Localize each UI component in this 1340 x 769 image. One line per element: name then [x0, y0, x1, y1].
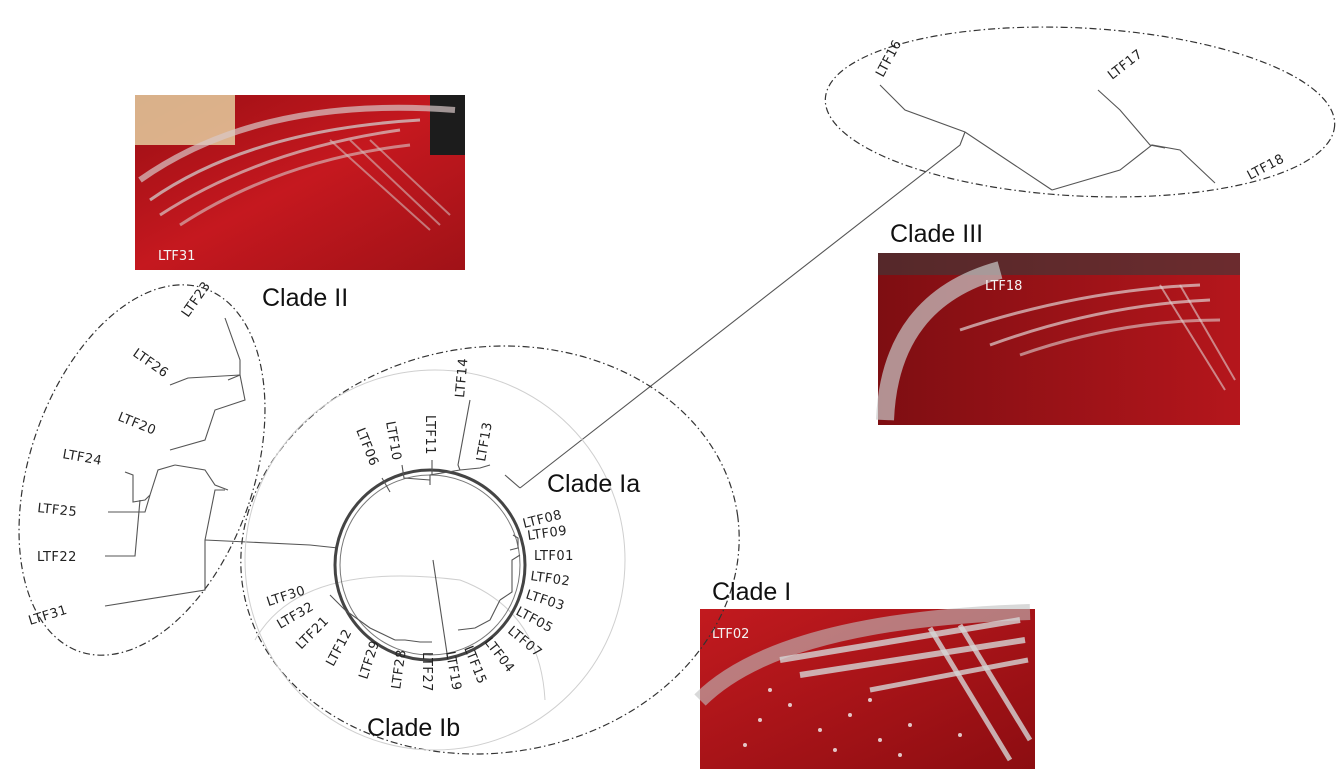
clade-iii-group: LTF16 LTF17 LTF18 Clade III — [821, 15, 1339, 248]
leaf-label-ltf11: LTF11 — [422, 415, 437, 455]
branch-ltf17 — [1098, 90, 1165, 148]
branch-ltf01-ltf03 — [500, 555, 520, 600]
branch-clade-ia-root — [505, 475, 520, 488]
branch-ltf16 — [880, 85, 1052, 190]
branch-ltf26 — [170, 375, 240, 385]
leaf-label-ltf27: LTF27 — [419, 652, 434, 692]
leaf-label-ltf02: LTF02 — [529, 569, 571, 589]
leaf-label-ltf04: LTF04 — [481, 635, 517, 676]
leaf-label-ltf15: LTF15 — [460, 644, 489, 687]
clade-i-title: Clade I — [712, 578, 791, 606]
branch-center-spoke — [433, 560, 448, 660]
leaf-label-ltf29: LTF29 — [357, 639, 384, 682]
leaf-label-ltf23: LTF23 — [179, 279, 214, 320]
culture-photo-ltf02: LTF02 — [700, 609, 1035, 769]
photo-label-ltf31: LTF31 — [158, 249, 195, 264]
branch-clade-ii-inner — [175, 465, 228, 490]
branch-ltf24 — [125, 472, 150, 502]
leaf-label-ltf25: LTF25 — [37, 501, 78, 520]
branch-clade-ii-connector — [205, 540, 338, 548]
leaf-label-ltf24: LTF24 — [61, 447, 103, 469]
clade-i-group: LTF14 LTF13 LTF11 LTF10 LTF06 LTF08 LTF0… — [214, 314, 766, 769]
leaf-label-ltf28: LTF28 — [389, 649, 409, 691]
leaf-label-ltf26: LTF26 — [130, 346, 171, 381]
branch-ltf18 — [1052, 145, 1215, 190]
photo-label-ltf18: LTF18 — [985, 279, 1022, 294]
tree-inner-ring — [340, 475, 520, 655]
leaf-label-ltf01: LTF01 — [534, 549, 574, 564]
branch-ltf23 — [225, 318, 240, 380]
leaf-label-ltf16: LTF16 — [873, 38, 905, 80]
branch-ltf14 — [458, 400, 470, 470]
leaf-label-ltf22: LTF22 — [37, 550, 77, 565]
leaf-label-ltf12: LTF12 — [324, 627, 356, 669]
clade-ib-title: Clade Ib — [367, 714, 460, 742]
branch-ltf31 — [105, 490, 225, 606]
clade-i-boundary — [214, 314, 766, 769]
clade-iii-title: Clade III — [890, 220, 983, 248]
branch-ltf27-ltf19 — [395, 640, 432, 642]
leaf-label-ltf14: LTF14 — [453, 357, 471, 398]
leaf-label-ltf06: LTF06 — [352, 426, 381, 469]
culture-photo-ltf31: LTF31 — [135, 95, 465, 270]
branch-ltf05-ltf15 — [458, 600, 500, 630]
tree-central-ring — [335, 470, 525, 660]
leaf-label-ltf10: LTF10 — [382, 420, 404, 462]
branch-ltf25 — [108, 465, 175, 512]
leaf-label-ltf17: LTF17 — [1105, 47, 1146, 83]
leaf-label-ltf20: LTF20 — [116, 410, 159, 439]
leaf-label-ltf13: LTF13 — [474, 421, 496, 463]
culture-photo-ltf18: LTF18 — [878, 253, 1240, 425]
clade-ii-title: Clade II — [262, 284, 348, 312]
branch-ltf22 — [105, 500, 140, 556]
photo-label-ltf02: LTF02 — [712, 627, 749, 642]
clade-ia-title: Clade Ia — [547, 470, 640, 498]
branch-ltf20 — [170, 375, 245, 450]
